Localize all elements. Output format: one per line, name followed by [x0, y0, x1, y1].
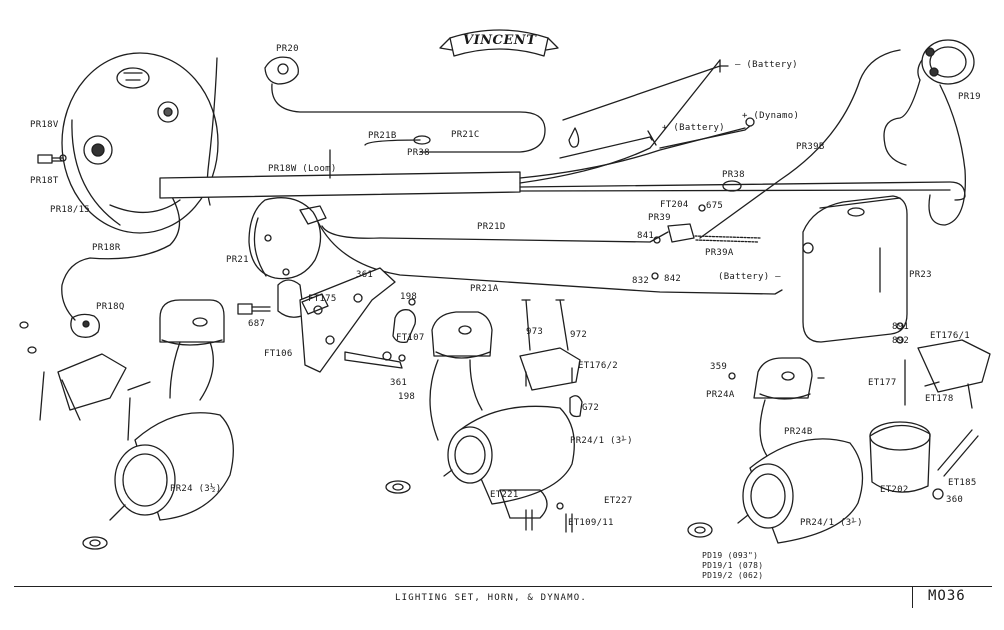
label-pr24: PR24 (3½) [170, 484, 222, 494]
pr24-dynamo-left [82, 412, 234, 550]
label-675: 675 [706, 201, 724, 211]
battery-leads [559, 59, 755, 159]
footer-divider [912, 586, 913, 608]
label-pd19: PD19 (093") [702, 551, 759, 560]
ft106-plate [299, 267, 396, 373]
label-et178: ET178 [925, 394, 954, 404]
label-pr18t: PR18T [30, 176, 59, 186]
label-360: 360 [946, 495, 964, 505]
pr38-clip-top [413, 135, 431, 145]
cut-out-left [159, 299, 225, 401]
label-et202: ET202 [880, 485, 909, 495]
label-841: 841 [637, 231, 655, 241]
label-ft106: FT106 [264, 349, 293, 359]
label-pr24b: PR24B [784, 427, 813, 437]
et202-band [869, 421, 979, 500]
label-pr18v: PR18V [30, 120, 59, 130]
et176-2-bracket [519, 299, 583, 418]
pr21-horn [248, 197, 327, 318]
label-198-top: 198 [400, 292, 418, 302]
label-pr38-top: PR38 [407, 148, 430, 158]
label-pr18q: PR18Q [96, 302, 125, 312]
label-pr18r: PR18R [92, 243, 121, 253]
label-891: 891 [892, 322, 910, 332]
label-dynamo-plus: + (Dynamo) [742, 111, 800, 121]
label-pr23: PR23 [909, 270, 932, 280]
brand-title: VINCENT [463, 33, 537, 48]
label-et221: ET221 [490, 490, 519, 500]
pr18q-plug [61, 189, 181, 338]
pr39b-lead [699, 49, 901, 239]
label-pr19: PR19 [958, 92, 981, 102]
label-ft204: FT204 [660, 200, 689, 210]
label-pr18w: PR18W (Loom) [268, 164, 337, 174]
label-198-bot: 198 [398, 392, 416, 402]
ft175-spacer [301, 293, 329, 315]
label-pr21b: PR21B [368, 131, 397, 141]
ft107-bolt [344, 298, 417, 369]
cut-out-centre [429, 311, 493, 441]
label-et177: ET177 [868, 378, 897, 388]
label-687: 687 [248, 319, 266, 329]
label-et185: ET185 [948, 478, 977, 488]
label-pr21d: PR21D [477, 222, 506, 232]
label-973: 973 [526, 327, 544, 337]
label-battery-minus: – (Battery) [735, 60, 798, 70]
label-pr24-1-left: PR24/1 (3⅟) [570, 436, 633, 446]
footer-rule [14, 586, 992, 587]
diagram-caption: LIGHTING SET, HORN, & DYNAMO. [395, 593, 587, 603]
pr18t-bolt [37, 154, 67, 164]
pr24-1-dynamo-centre [385, 405, 575, 533]
label-832: 832 [632, 276, 650, 286]
label-pr39a: PR39A [705, 248, 734, 258]
pr38-clip-right [722, 180, 742, 192]
pr18w-loom [159, 59, 966, 201]
pr20-switch [264, 56, 546, 153]
drawing-number: MO36 [928, 588, 966, 604]
label-842: 842 [664, 274, 682, 284]
label-et227: ET227 [604, 496, 633, 506]
label-pr39b: PR39B [796, 142, 825, 152]
label-et176-1: ET176/1 [930, 331, 971, 341]
label-361-bot: 361 [390, 378, 408, 388]
label-ft107: FT107 [396, 333, 425, 343]
label-pr18-15: PR18/15 [50, 205, 91, 215]
label-pr38-right: PR38 [722, 170, 745, 180]
label-359: 359 [710, 362, 728, 372]
vincent-banner-logo [439, 29, 559, 57]
label-battery-lower: (Battery) – [718, 272, 781, 282]
pr21d-lead [321, 225, 669, 243]
bolt-687 [237, 303, 271, 315]
pr24-1-dynamo-right [687, 438, 864, 544]
label-pr20: PR20 [276, 44, 299, 54]
label-pr21c: PR21C [451, 130, 480, 140]
label-pr21a: PR21A [470, 284, 499, 294]
pr39-cut-out [651, 204, 761, 280]
label-pd19-2: PD19/2 (062) [702, 571, 764, 580]
label-pr24-1-right: PR24/1 (3⅟) [800, 518, 863, 528]
label-pr21: PR21 [226, 255, 249, 265]
label-pr39: PR39 [648, 213, 671, 223]
label-et109-11: ET109/11 [568, 518, 614, 528]
label-et176-2: ET176/2 [578, 361, 619, 371]
pr23-battery [802, 195, 908, 343]
et176-1-bracket [896, 322, 991, 409]
label-g72: G72 [582, 403, 600, 413]
left-bracket [19, 321, 151, 441]
label-battery-plus: + (Battery) [662, 123, 725, 133]
label-pd19-1: PD19/1 (078) [702, 561, 764, 570]
pr21a-lead [317, 221, 783, 295]
label-361-top: 361 [356, 270, 374, 280]
label-892: 892 [892, 336, 910, 346]
pr19-speedometer [883, 39, 975, 226]
label-ft175: FT175 [308, 294, 337, 304]
label-972: 972 [570, 330, 588, 340]
label-pr24a: PR24A [706, 390, 735, 400]
